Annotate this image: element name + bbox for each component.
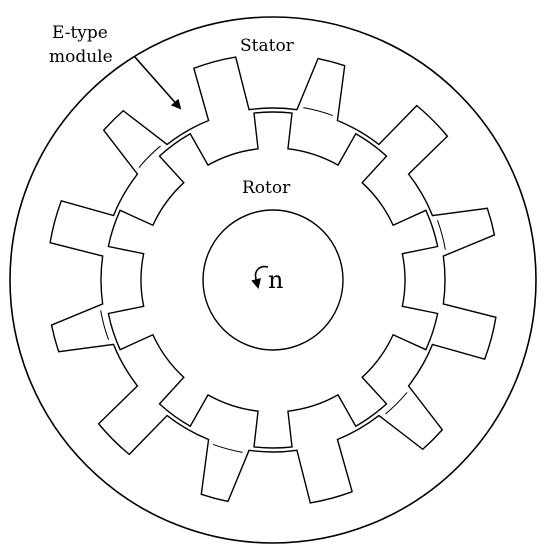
speed-label: n [268,266,283,294]
rotor-label: Rotor [242,178,291,198]
module-leader-arrow [133,55,182,110]
module-label-line1: E-type [52,23,108,43]
module-seam [100,310,110,341]
rotation-arrow-icon [251,265,269,289]
module-seam [436,219,446,250]
module-seam [138,145,161,168]
module-seam [303,107,334,117]
stator-label: Stator [240,36,295,56]
module-seam [212,443,243,453]
shaft-circle [202,209,344,351]
module-seam [385,392,408,415]
module-label-line2: module [49,47,113,67]
module-boundaries [100,107,446,453]
